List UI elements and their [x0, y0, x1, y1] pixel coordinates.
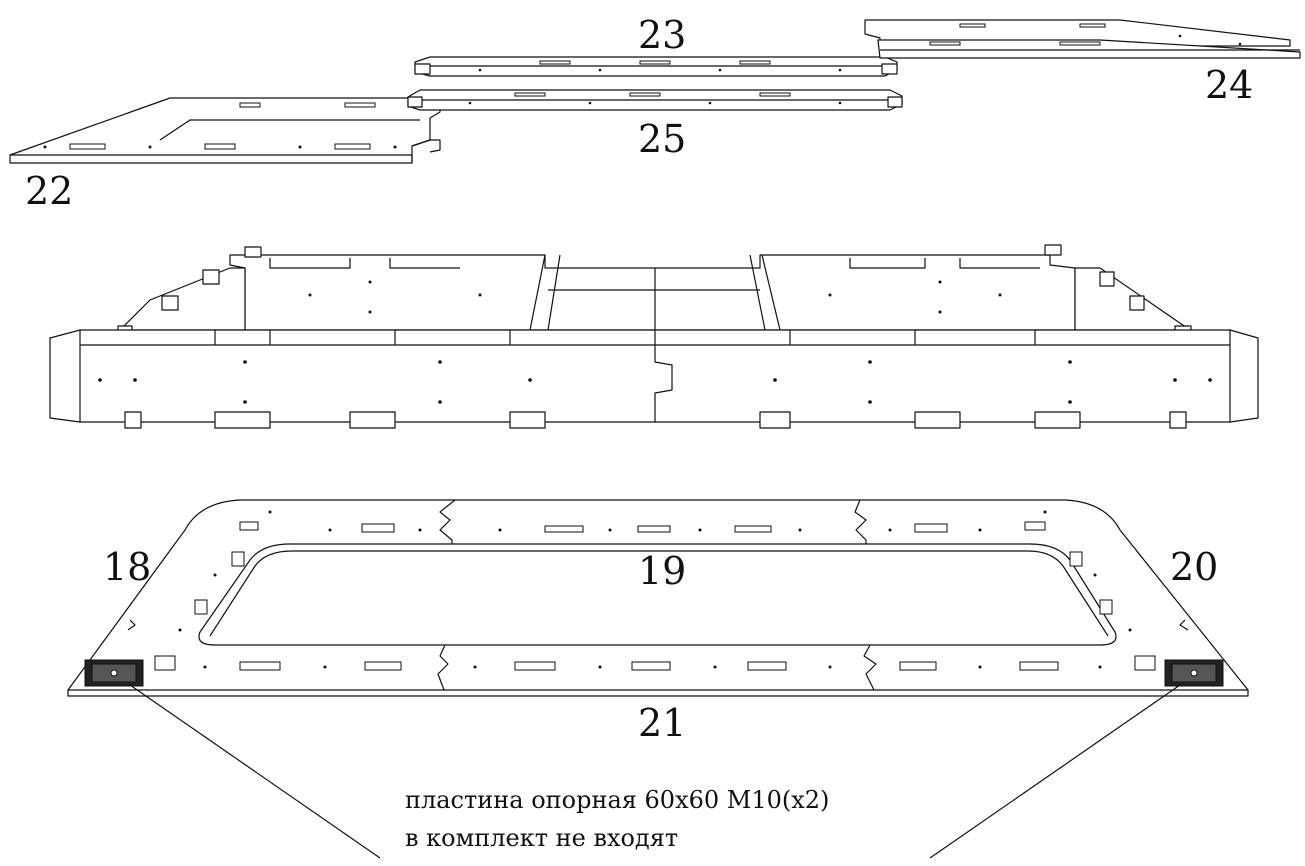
part-label-25: 25 [638, 117, 687, 161]
part-22-plate [9, 97, 441, 164]
leader-lines [129, 684, 1181, 859]
note-line-2: в комплект не входят [405, 824, 679, 852]
part-label-24: 24 [1205, 63, 1254, 107]
part-label-22: 22 [25, 169, 74, 213]
part-label-23: 23 [638, 13, 687, 57]
part-label-20: 20 [1170, 545, 1219, 589]
note-line-1: пластина опорная 60х60 М10(х2) [405, 786, 830, 814]
part-label-18: 18 [103, 545, 152, 589]
part-label-21: 21 [638, 701, 687, 745]
part-label-19: 19 [638, 549, 687, 593]
part-23-bar [414, 56, 898, 77]
part-24-plates [864, 19, 1301, 59]
box-frame [49, 244, 1259, 429]
base-frame [67, 499, 1249, 697]
part-25-bar [407, 89, 903, 111]
